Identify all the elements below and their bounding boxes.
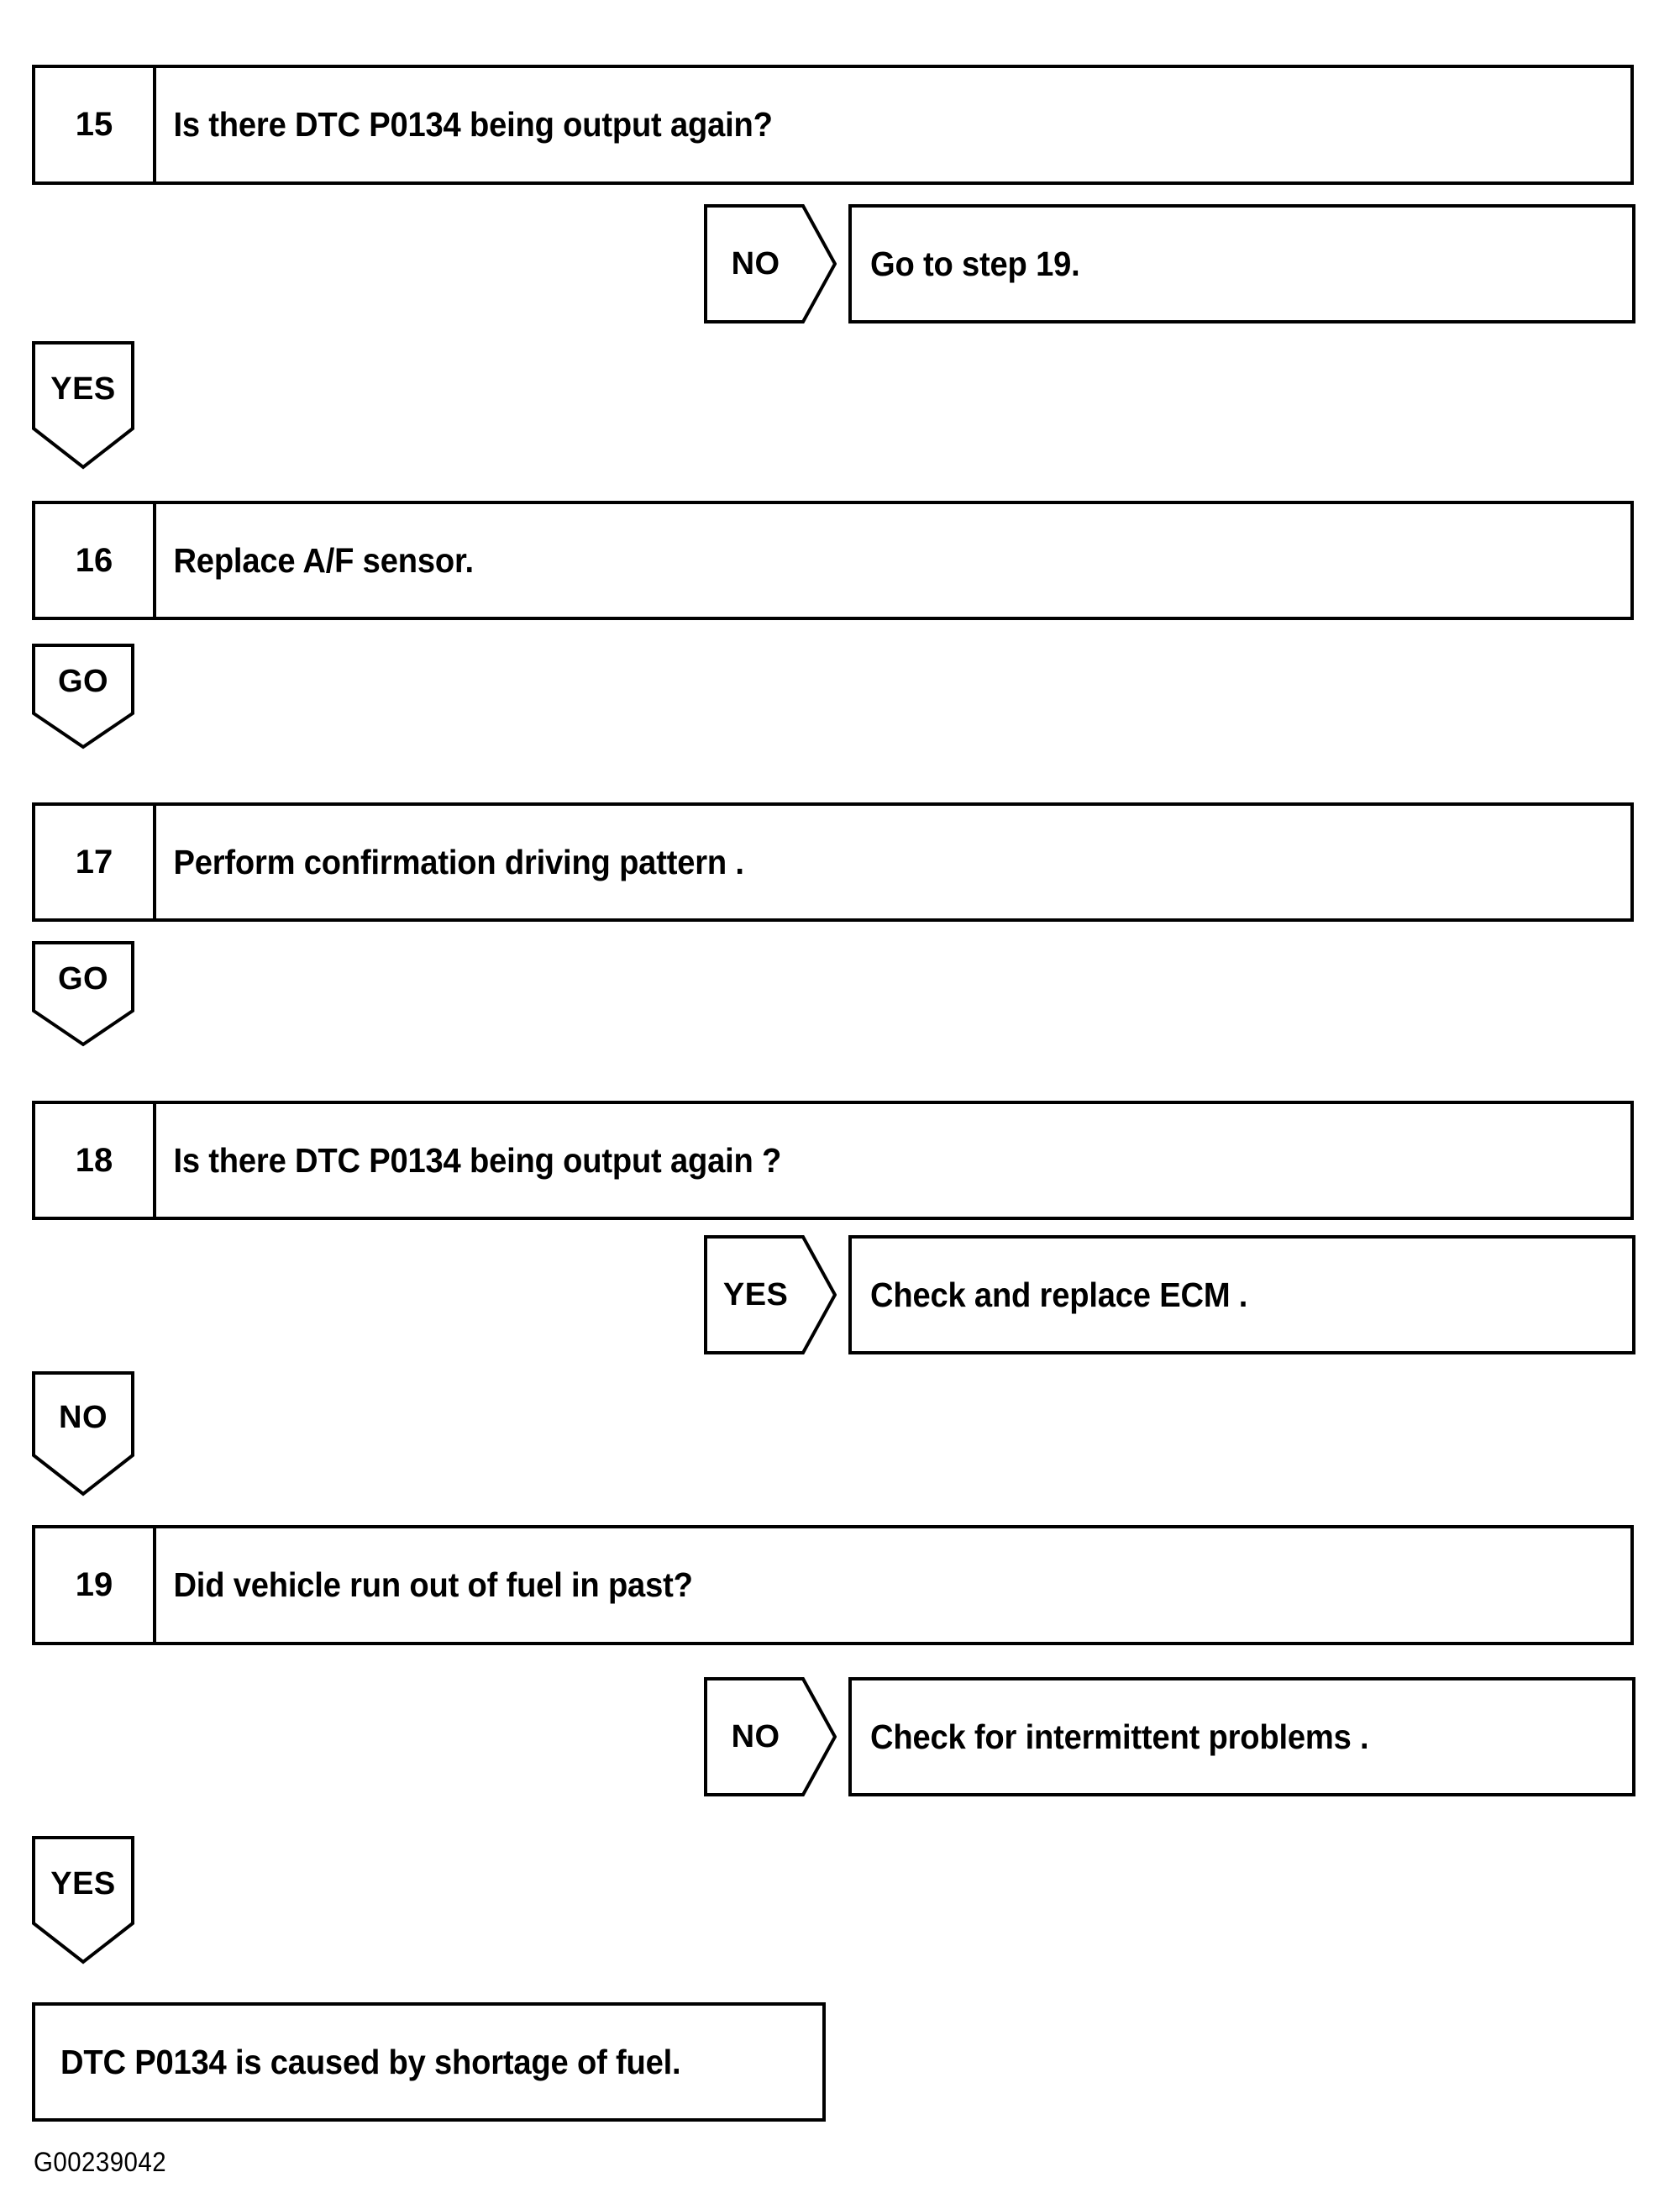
connector-label: GO (57, 664, 109, 699)
figure-reference-code: G00239042 (34, 2147, 167, 2177)
connector-label: YES (50, 1866, 116, 1901)
step-text: Replace A/F sensor. (173, 540, 474, 580)
connector-go-after-step-16: GO (32, 644, 134, 749)
step-text: Is there DTC P0134 being output again? (173, 105, 773, 144)
step-row-16: 16 Replace A/F sensor. (32, 501, 1634, 620)
step-number: 16 (35, 504, 156, 617)
step-text: Did vehicle run out of fuel in past? (173, 1565, 693, 1604)
branch-box: Check for intermittent problems . (848, 1677, 1635, 1796)
branch-no-check-for-intermittent-problems: NO Check for intermittent problems . (704, 1677, 1635, 1796)
step-row-18: 18 Is there DTC P0134 being output again… (32, 1101, 1634, 1220)
step-number: 17 (35, 806, 156, 918)
connector-label: YES (50, 371, 116, 407)
branch-tag-label: NO (731, 1718, 780, 1754)
connector-label: GO (57, 961, 109, 997)
step-number: 18 (35, 1104, 156, 1217)
connector-no-after-step-18: NO (32, 1371, 134, 1496)
step-text: Perform confirmation driving pattern . (173, 842, 744, 881)
branch-no-go-to-step-19: NO Go to step 19. (704, 204, 1635, 323)
branch-box-text: Check and replace ECM . (870, 1275, 1248, 1314)
conclusion-box: DTC P0134 is caused by shortage of fuel. (32, 2002, 826, 2122)
branch-box: Check and replace ECM . (848, 1235, 1635, 1354)
step-row-17: 17 Perform confirmation driving pattern … (32, 802, 1634, 922)
branch-tag-yes: YES (704, 1235, 837, 1354)
connector-go-after-step-17: GO (32, 941, 134, 1047)
connector-yes-after-step-15: YES (32, 341, 134, 470)
step-row-19: 19 Did vehicle run out of fuel in past? (32, 1525, 1634, 1645)
step-number: 19 (35, 1528, 156, 1642)
branch-tag-no: NO (704, 204, 837, 323)
step-text: Is there DTC P0134 being output again ? (173, 1140, 782, 1180)
branch-yes-check-and-replace-ecm: YES Check and replace ECM . (704, 1235, 1635, 1354)
step-row-15: 15 Is there DTC P0134 being output again… (32, 65, 1634, 185)
conclusion-text: DTC P0134 is caused by shortage of fuel. (60, 2042, 681, 2081)
branch-box-text: Go to step 19. (870, 244, 1080, 283)
branch-box-text: Check for intermittent problems . (870, 1717, 1369, 1756)
branch-tag-label: NO (731, 245, 780, 281)
connector-yes-after-step-19: YES (32, 1836, 134, 1964)
step-number: 15 (35, 68, 156, 181)
branch-box: Go to step 19. (848, 204, 1635, 323)
branch-tag-label: YES (722, 1276, 789, 1312)
branch-tag-no: NO (704, 1677, 837, 1796)
connector-label: NO (59, 1400, 108, 1435)
